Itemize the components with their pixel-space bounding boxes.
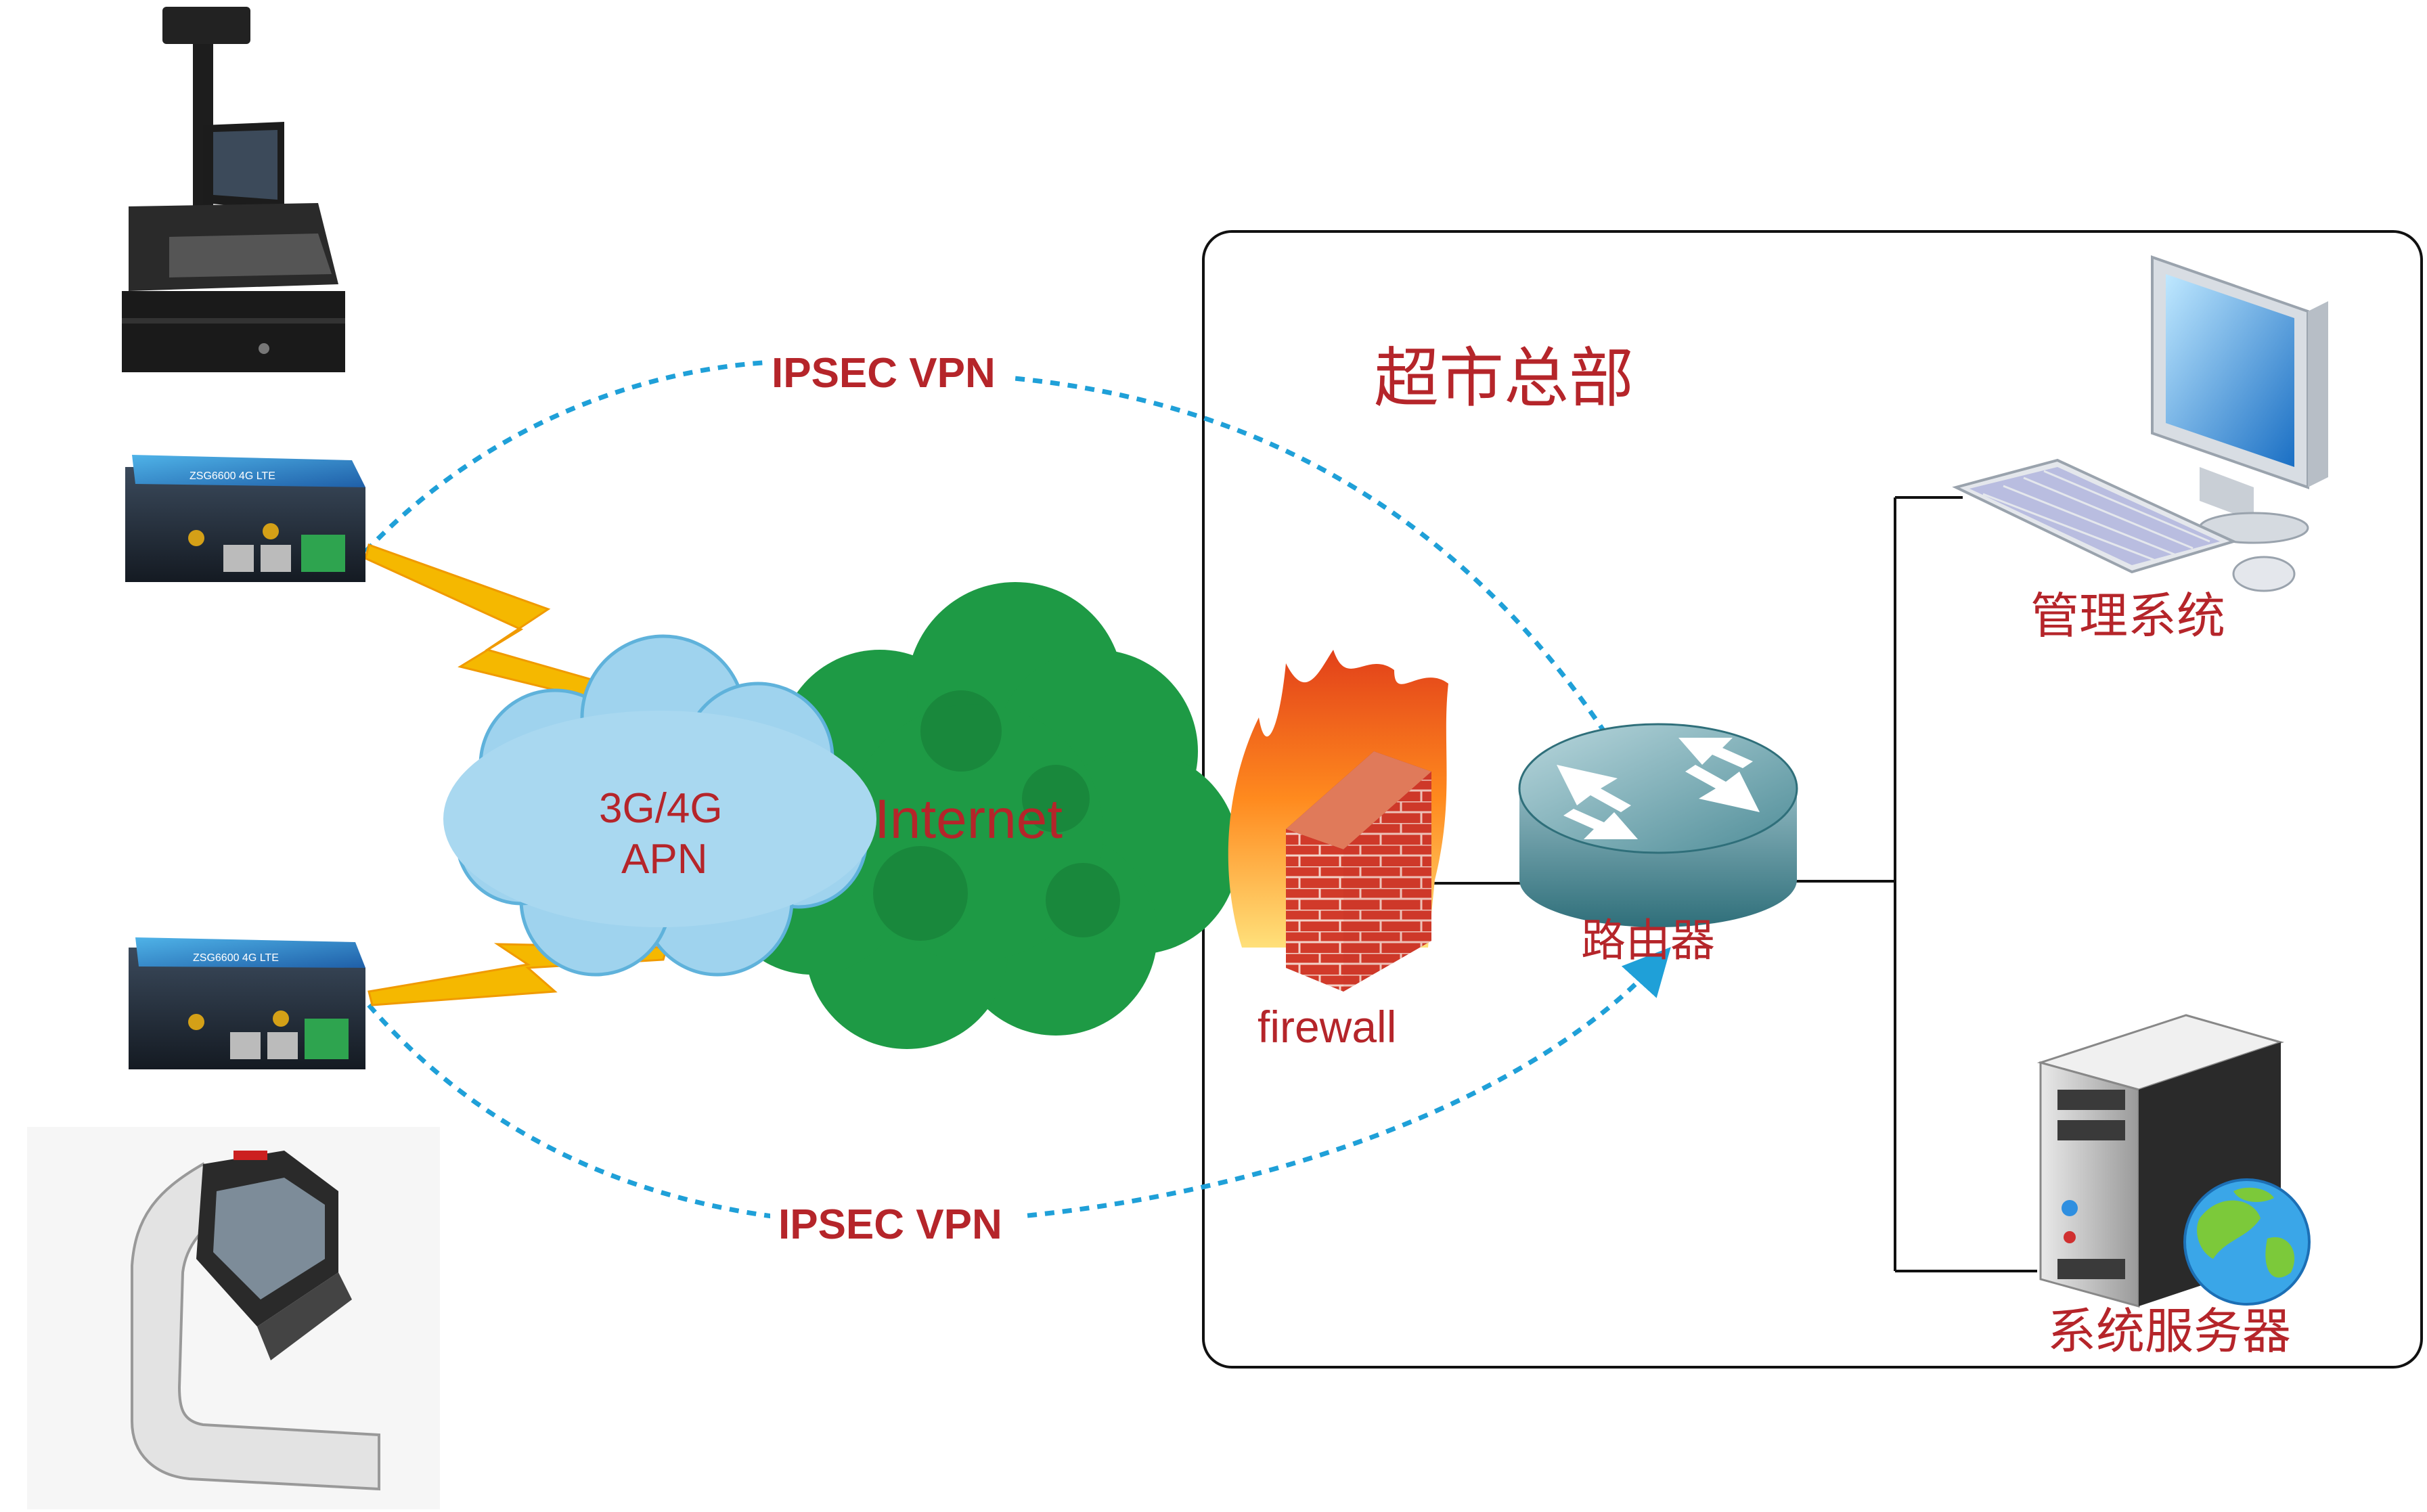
headquarters-title: 超市总部 — [1374, 340, 1634, 416]
vpn-label-bottom: IPSEC VPN — [778, 1201, 1002, 1248]
kiosk-icon — [27, 1127, 440, 1509]
core-router-label: 路由器 — [1581, 914, 1715, 966]
core-router-icon — [1518, 723, 1798, 927]
router-device-top-icon: ZSG6600 4G LTE — [125, 455, 365, 582]
globe-icon — [2183, 1178, 2311, 1306]
vpn-label-bottom-bg — [770, 1197, 1022, 1251]
management-label: 管理系统 — [2030, 587, 2225, 644]
firewall-label: firewall — [1257, 1002, 1396, 1052]
vpn-tunnel-bottom-line — [367, 947, 1671, 1226]
vpn-label-top: IPSEC VPN — [772, 350, 996, 397]
internet-label: Internet — [874, 788, 1063, 850]
firewall-icon — [1228, 650, 1448, 992]
management-computer-icon — [1952, 255, 2328, 592]
internet-cloud-texture — [873, 690, 1120, 941]
pos-terminal-icon — [122, 7, 345, 372]
apn-cloud-fill — [443, 711, 876, 927]
router-device-bottom-icon: ZSG6600 4G LTE — [129, 937, 365, 1069]
vpn-label-top-bg — [763, 345, 1015, 399]
server-label: 系统服务器 — [2047, 1303, 2291, 1360]
apn-label-line1: 3G/4G — [599, 785, 723, 832]
apn-label-line2: APN — [621, 836, 707, 883]
router-device-bottom-model: ZSG6600 4G LTE — [193, 952, 279, 964]
router-device-top-model: ZSG6600 4G LTE — [190, 470, 275, 482]
